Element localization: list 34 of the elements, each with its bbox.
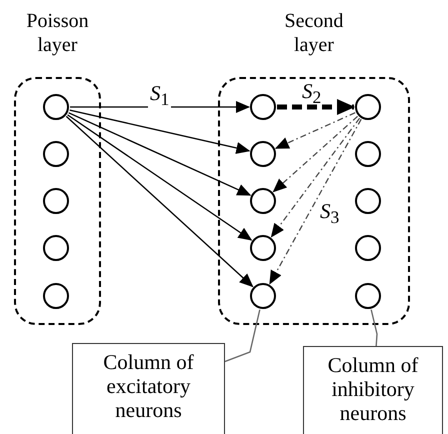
neuron-circle [43,141,69,167]
callout-box [72,343,225,434]
neuron-circle [250,283,276,309]
edge-label: S$_{2}$ [301,80,322,108]
dash-dot-arrow [270,118,360,238]
neuron-circle [43,283,69,309]
arrow [70,109,250,154]
callout-box [303,346,443,434]
neuron-circle [355,235,381,261]
neuron-circle [250,188,276,214]
arrow [68,112,252,196]
thick-dashed-arrow [277,99,355,115]
callout-text: Column of inhibitory neurons [326,353,420,425]
leader-line [224,309,260,362]
layer-title: Second layer [284,9,344,57]
neuron-circle [355,94,381,120]
neuron-circle [250,94,276,120]
neuron-circle [250,141,276,167]
neuron-circle [355,283,381,309]
dash-dot-arrow [269,118,362,285]
layer-title: Poisson layer [25,9,90,57]
neuron-circle [250,235,276,261]
callout-text: Column of excitatory neurons [102,350,195,422]
dash-dot-arrow [274,112,356,149]
neuron-circle [355,141,381,167]
leader-line [370,309,378,346]
neuron-circle [43,235,69,261]
neuron-circle [43,94,69,120]
arrow [70,101,250,113]
neuron-circle [355,188,381,214]
dash-dot-arrow [272,116,358,192]
arrow [67,114,252,241]
arrow [66,116,254,288]
neuron-circle [43,188,69,214]
